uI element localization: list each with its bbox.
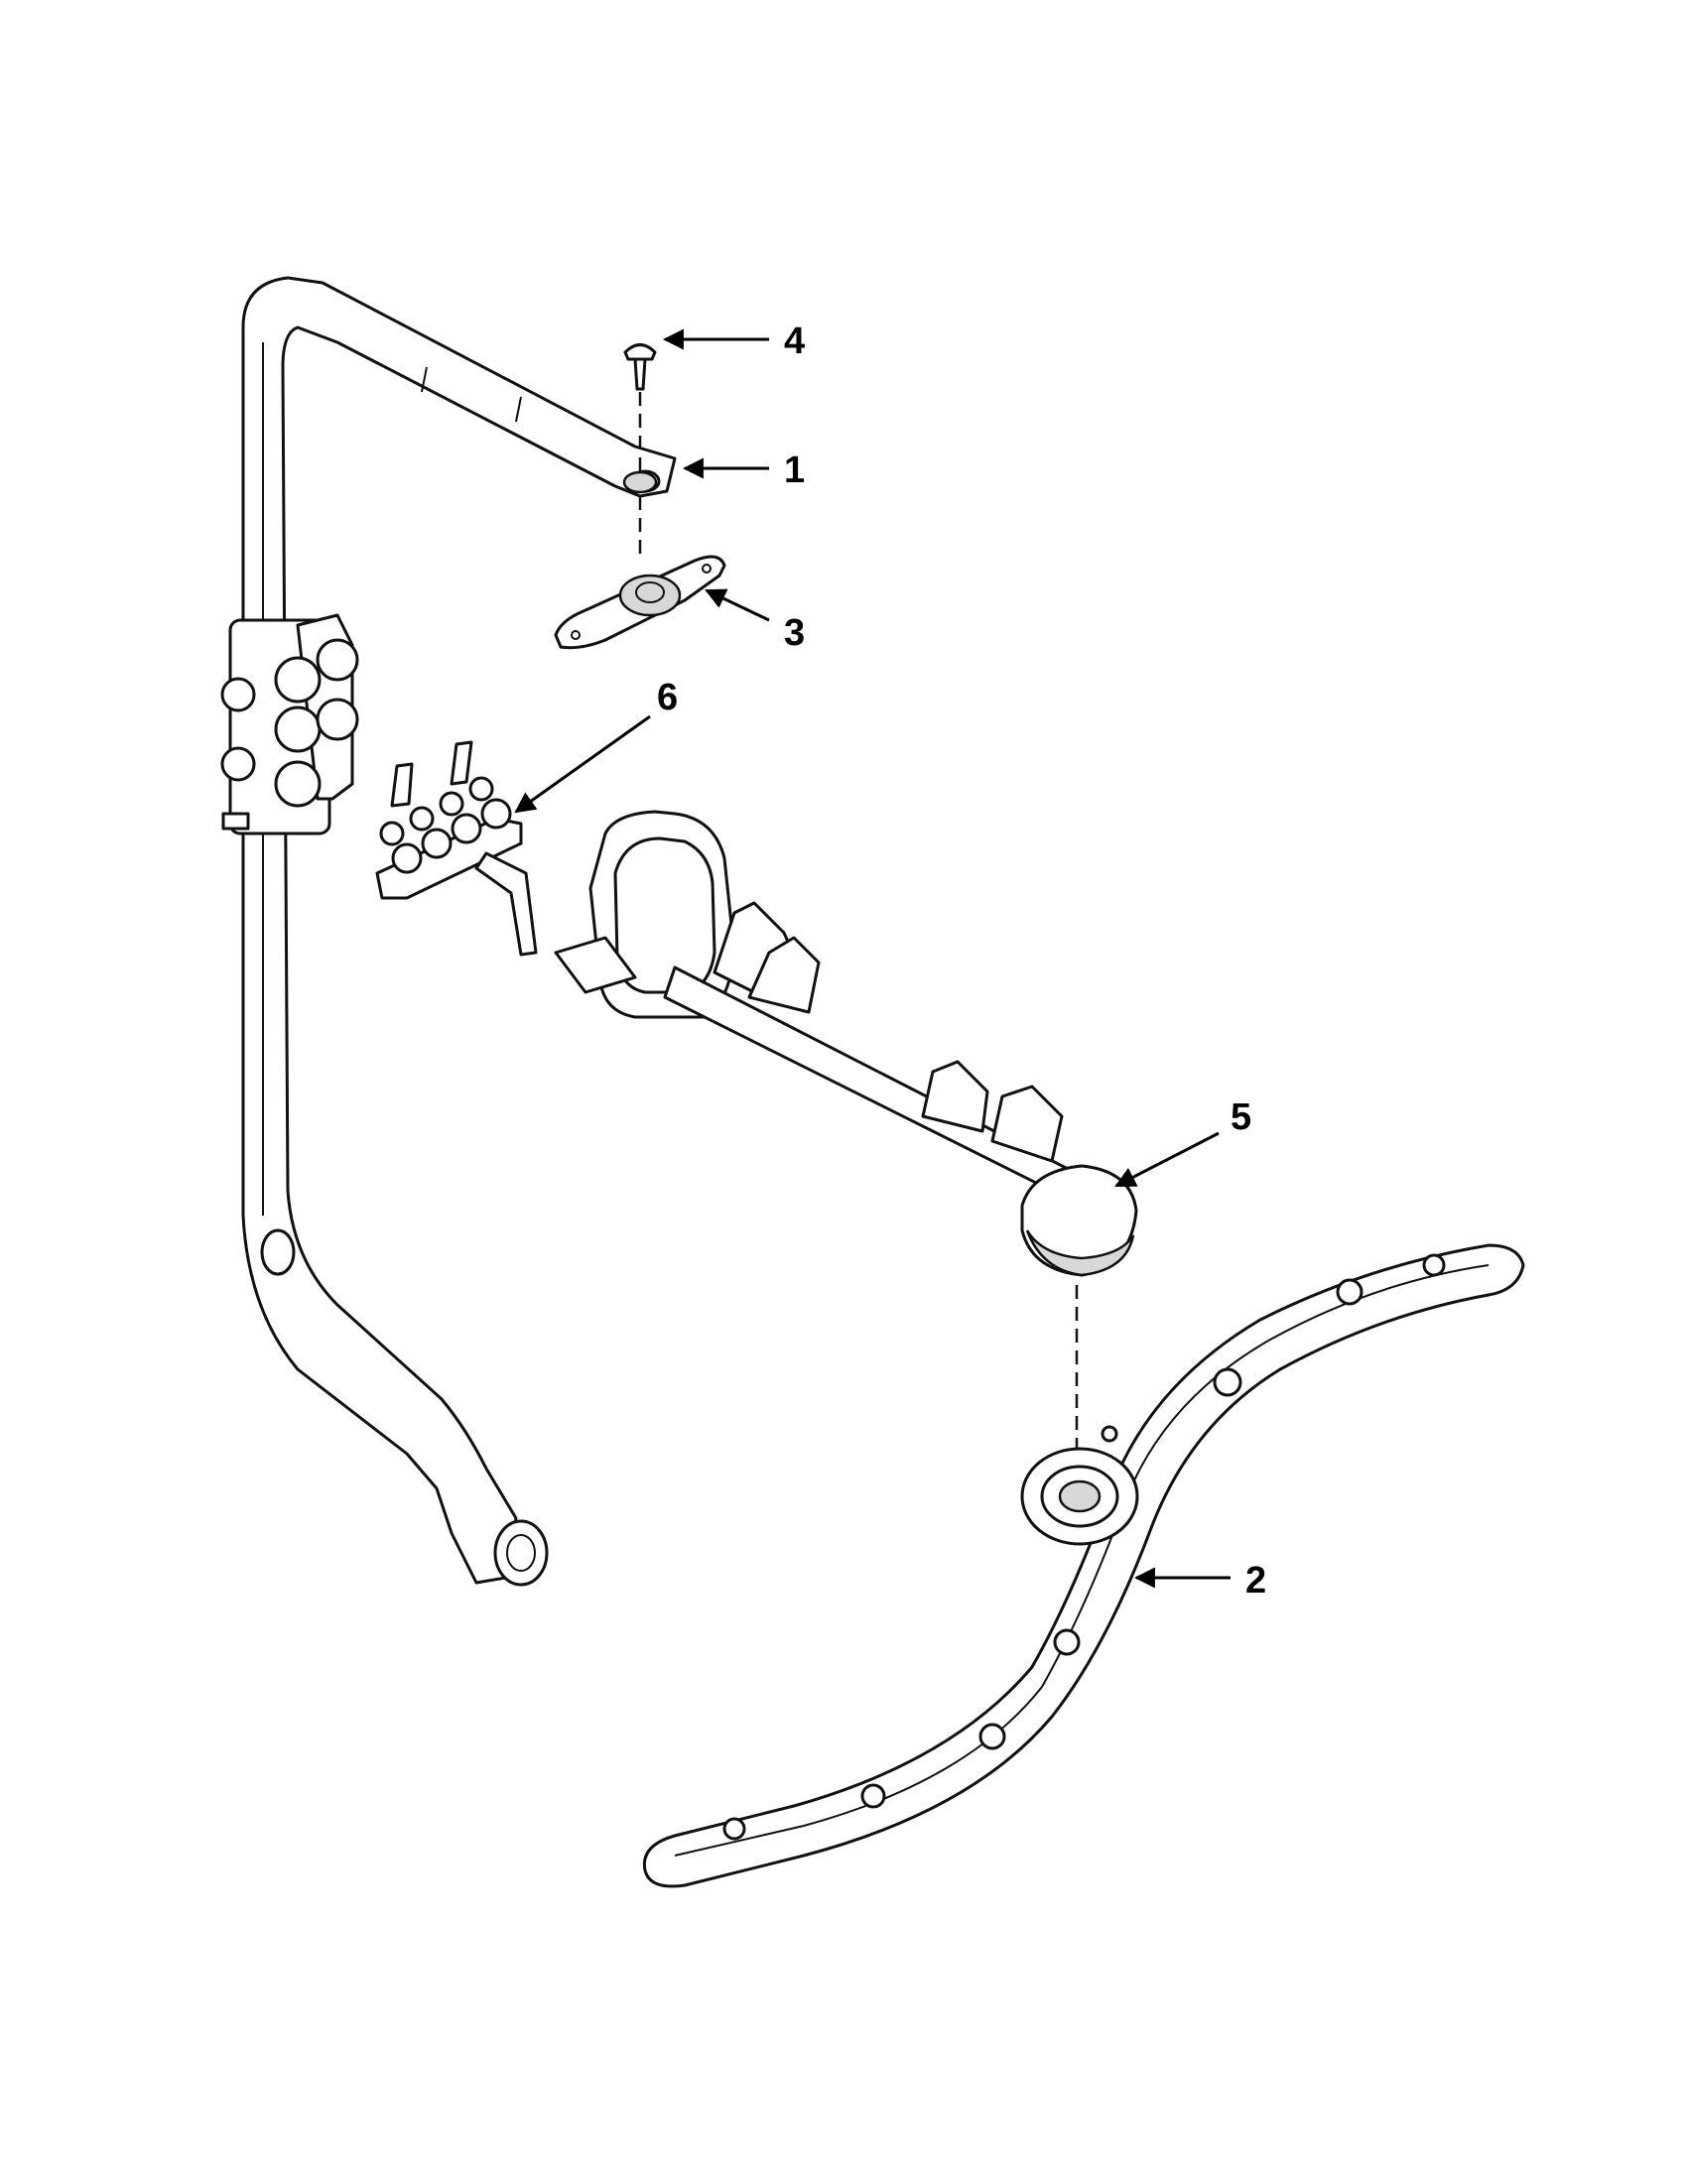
callout-1: 1 — [784, 450, 805, 491]
lower-spray-arm-part — [642, 1243, 1525, 1888]
manifold-end-part — [622, 470, 658, 494]
callout-4: 4 — [784, 321, 805, 362]
leader-3 — [705, 588, 770, 622]
bearing-part — [554, 555, 726, 650]
leader-5 — [1114, 1131, 1220, 1188]
callout-2: 2 — [1245, 1560, 1266, 1602]
callout-5: 5 — [1231, 1096, 1251, 1138]
screw-part — [623, 343, 657, 391]
lower-manifold-part — [554, 810, 1138, 1277]
leader-6 — [514, 714, 651, 814]
distributor-part — [375, 740, 538, 957]
callout-leaders — [514, 328, 1231, 1589]
callout-6: 6 — [657, 677, 678, 718]
callout-3: 3 — [784, 612, 805, 654]
